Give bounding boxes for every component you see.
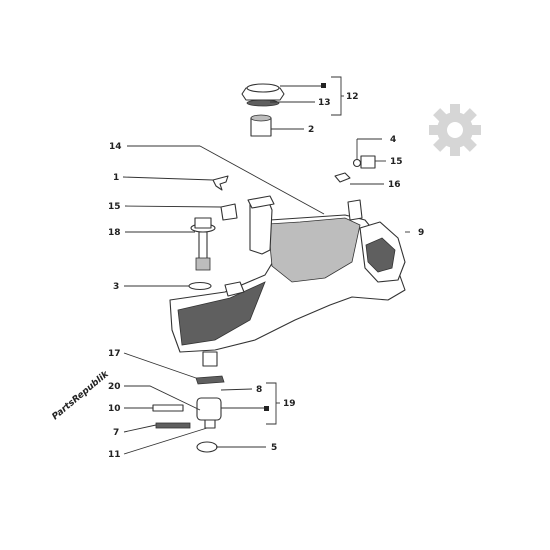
callout-3: 3 [113, 282, 119, 292]
callout-9: 9 [418, 228, 424, 238]
callout-19: 19 [283, 399, 296, 409]
fuel-gauge-sender [190, 217, 216, 271]
filler-cap [241, 83, 285, 101]
hose-clamp [196, 441, 218, 453]
callout-14: 14 [109, 142, 122, 152]
callout-20: 20 [108, 382, 121, 392]
callout-18: 18 [108, 228, 121, 238]
callout-8: 8 [256, 385, 262, 395]
clip [212, 175, 229, 191]
seal-ring [188, 281, 212, 291]
bracket-left [220, 203, 238, 221]
callout-1: 1 [113, 173, 119, 183]
reference-markers [264, 83, 326, 411]
leader-lines [122, 76, 410, 455]
hose-clip-small [334, 172, 351, 183]
callout-7: 7 [113, 428, 119, 438]
bracket-right [360, 155, 376, 169]
watermark-gear-icon [429, 104, 481, 156]
callout-4: 4 [390, 135, 396, 145]
callout-5: 5 [271, 443, 277, 453]
cap-gasket [246, 99, 280, 107]
callout-labels: 1 2 3 4 5 7 8 9 10 11 12 13 14 15 15 16 … [108, 92, 424, 460]
callout-13: 13 [318, 98, 331, 108]
fuel-tank [169, 195, 406, 367]
callout-12: 12 [346, 92, 359, 102]
watermark-text: PartsRepublik [51, 369, 112, 422]
filler-neck [250, 114, 272, 137]
callout-17: 17 [108, 349, 121, 359]
callout-10: 10 [108, 404, 121, 414]
callout-15-right: 15 [390, 157, 403, 167]
washer [352, 158, 362, 168]
callout-11: 11 [108, 450, 121, 460]
filter-spring [195, 375, 225, 385]
callout-2: 2 [308, 125, 314, 135]
callout-15-left: 15 [108, 202, 121, 212]
fuel-tap [152, 397, 222, 429]
callout-16: 16 [388, 180, 401, 190]
